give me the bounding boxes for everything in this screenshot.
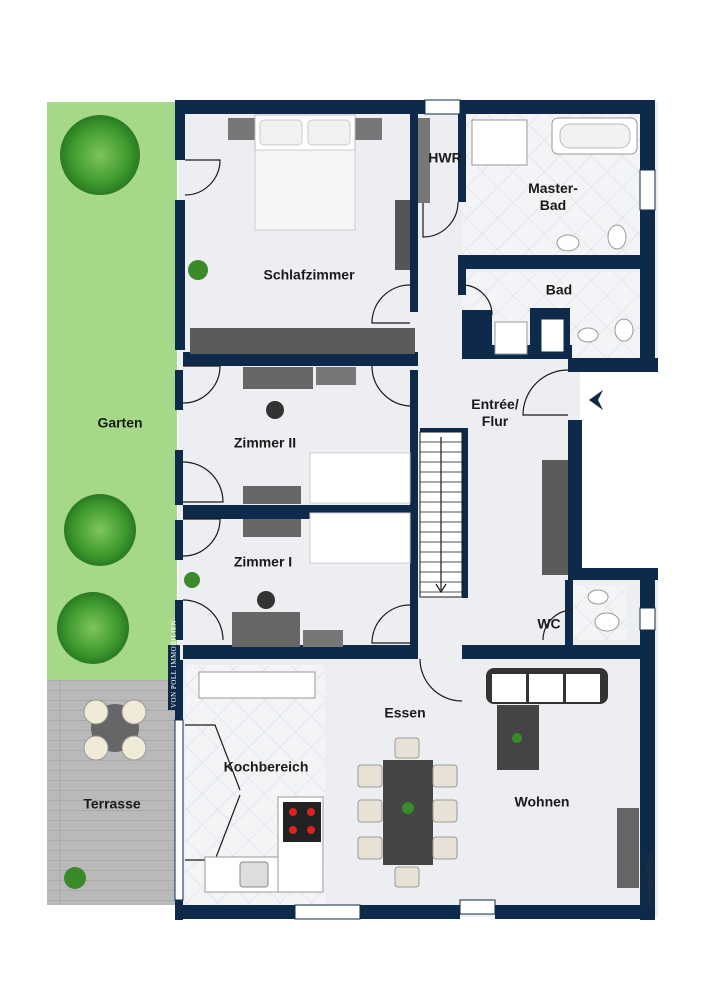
bookshelf: [395, 200, 410, 270]
wc-fixtures: [587, 589, 620, 632]
windows: [174, 99, 656, 920]
bed-zimmer2: [309, 452, 411, 504]
label-schlafzimmer: Schlafzimmer: [263, 266, 355, 283]
door-swings: [182, 159, 574, 861]
bath-fixtures: [494, 316, 634, 355]
label-wc: WC: [537, 615, 561, 632]
label-essen: Essen: [384, 704, 426, 721]
terrace-table: [83, 699, 147, 761]
label-entree-line1: Entrée/: [471, 396, 519, 412]
staircase: [419, 431, 463, 598]
tree-icon: [57, 115, 140, 664]
watermark-text: immogrundriss: [645, 853, 654, 906]
brand-logo: [168, 645, 180, 710]
garden-area: [47, 102, 177, 680]
plant-icon: [64, 260, 522, 889]
label-bad: Bad: [545, 281, 573, 298]
label-kochbereich: Kochbereich: [223, 758, 309, 775]
kitchen-counter: [198, 671, 324, 893]
tv-sideboard: [617, 808, 639, 888]
dining-table: [357, 737, 458, 888]
label-zimmer2: Zimmer II: [233, 434, 297, 451]
label-garten: Garten: [97, 414, 143, 431]
master-bath-fixtures: [471, 117, 638, 252]
entrance-arrow-icon: [589, 390, 603, 410]
label-entree-line2: Flur: [481, 413, 509, 429]
desk-zimmer1: [232, 591, 343, 647]
bed-zimmer1: [309, 512, 411, 564]
wardrobe-bedroom: [190, 328, 415, 354]
double-bed: [228, 114, 382, 231]
dresser-zimmer1: [243, 519, 301, 537]
label-wohnen: Wohnen: [514, 793, 570, 810]
hall-cabinet: [542, 460, 568, 575]
sofa: [486, 668, 608, 704]
label-master-bad-line1: Master-: [528, 180, 578, 196]
label-terrasse: Terrasse: [83, 795, 141, 812]
label-zimmer1: Zimmer I: [233, 553, 293, 570]
label-master-bad: Master- Bad: [528, 180, 578, 214]
dresser-zimmer2: [243, 486, 301, 504]
label-master-bad-line2: Bad: [539, 197, 567, 213]
brand-logo-text: VON POLL IMMOBILIEN: [170, 619, 178, 708]
desk-zimmer2: [243, 367, 356, 419]
label-hwr: HWR: [428, 149, 462, 166]
label-entree: Entrée/ Flur: [471, 396, 518, 430]
hwr-cabinet: [418, 118, 430, 203]
